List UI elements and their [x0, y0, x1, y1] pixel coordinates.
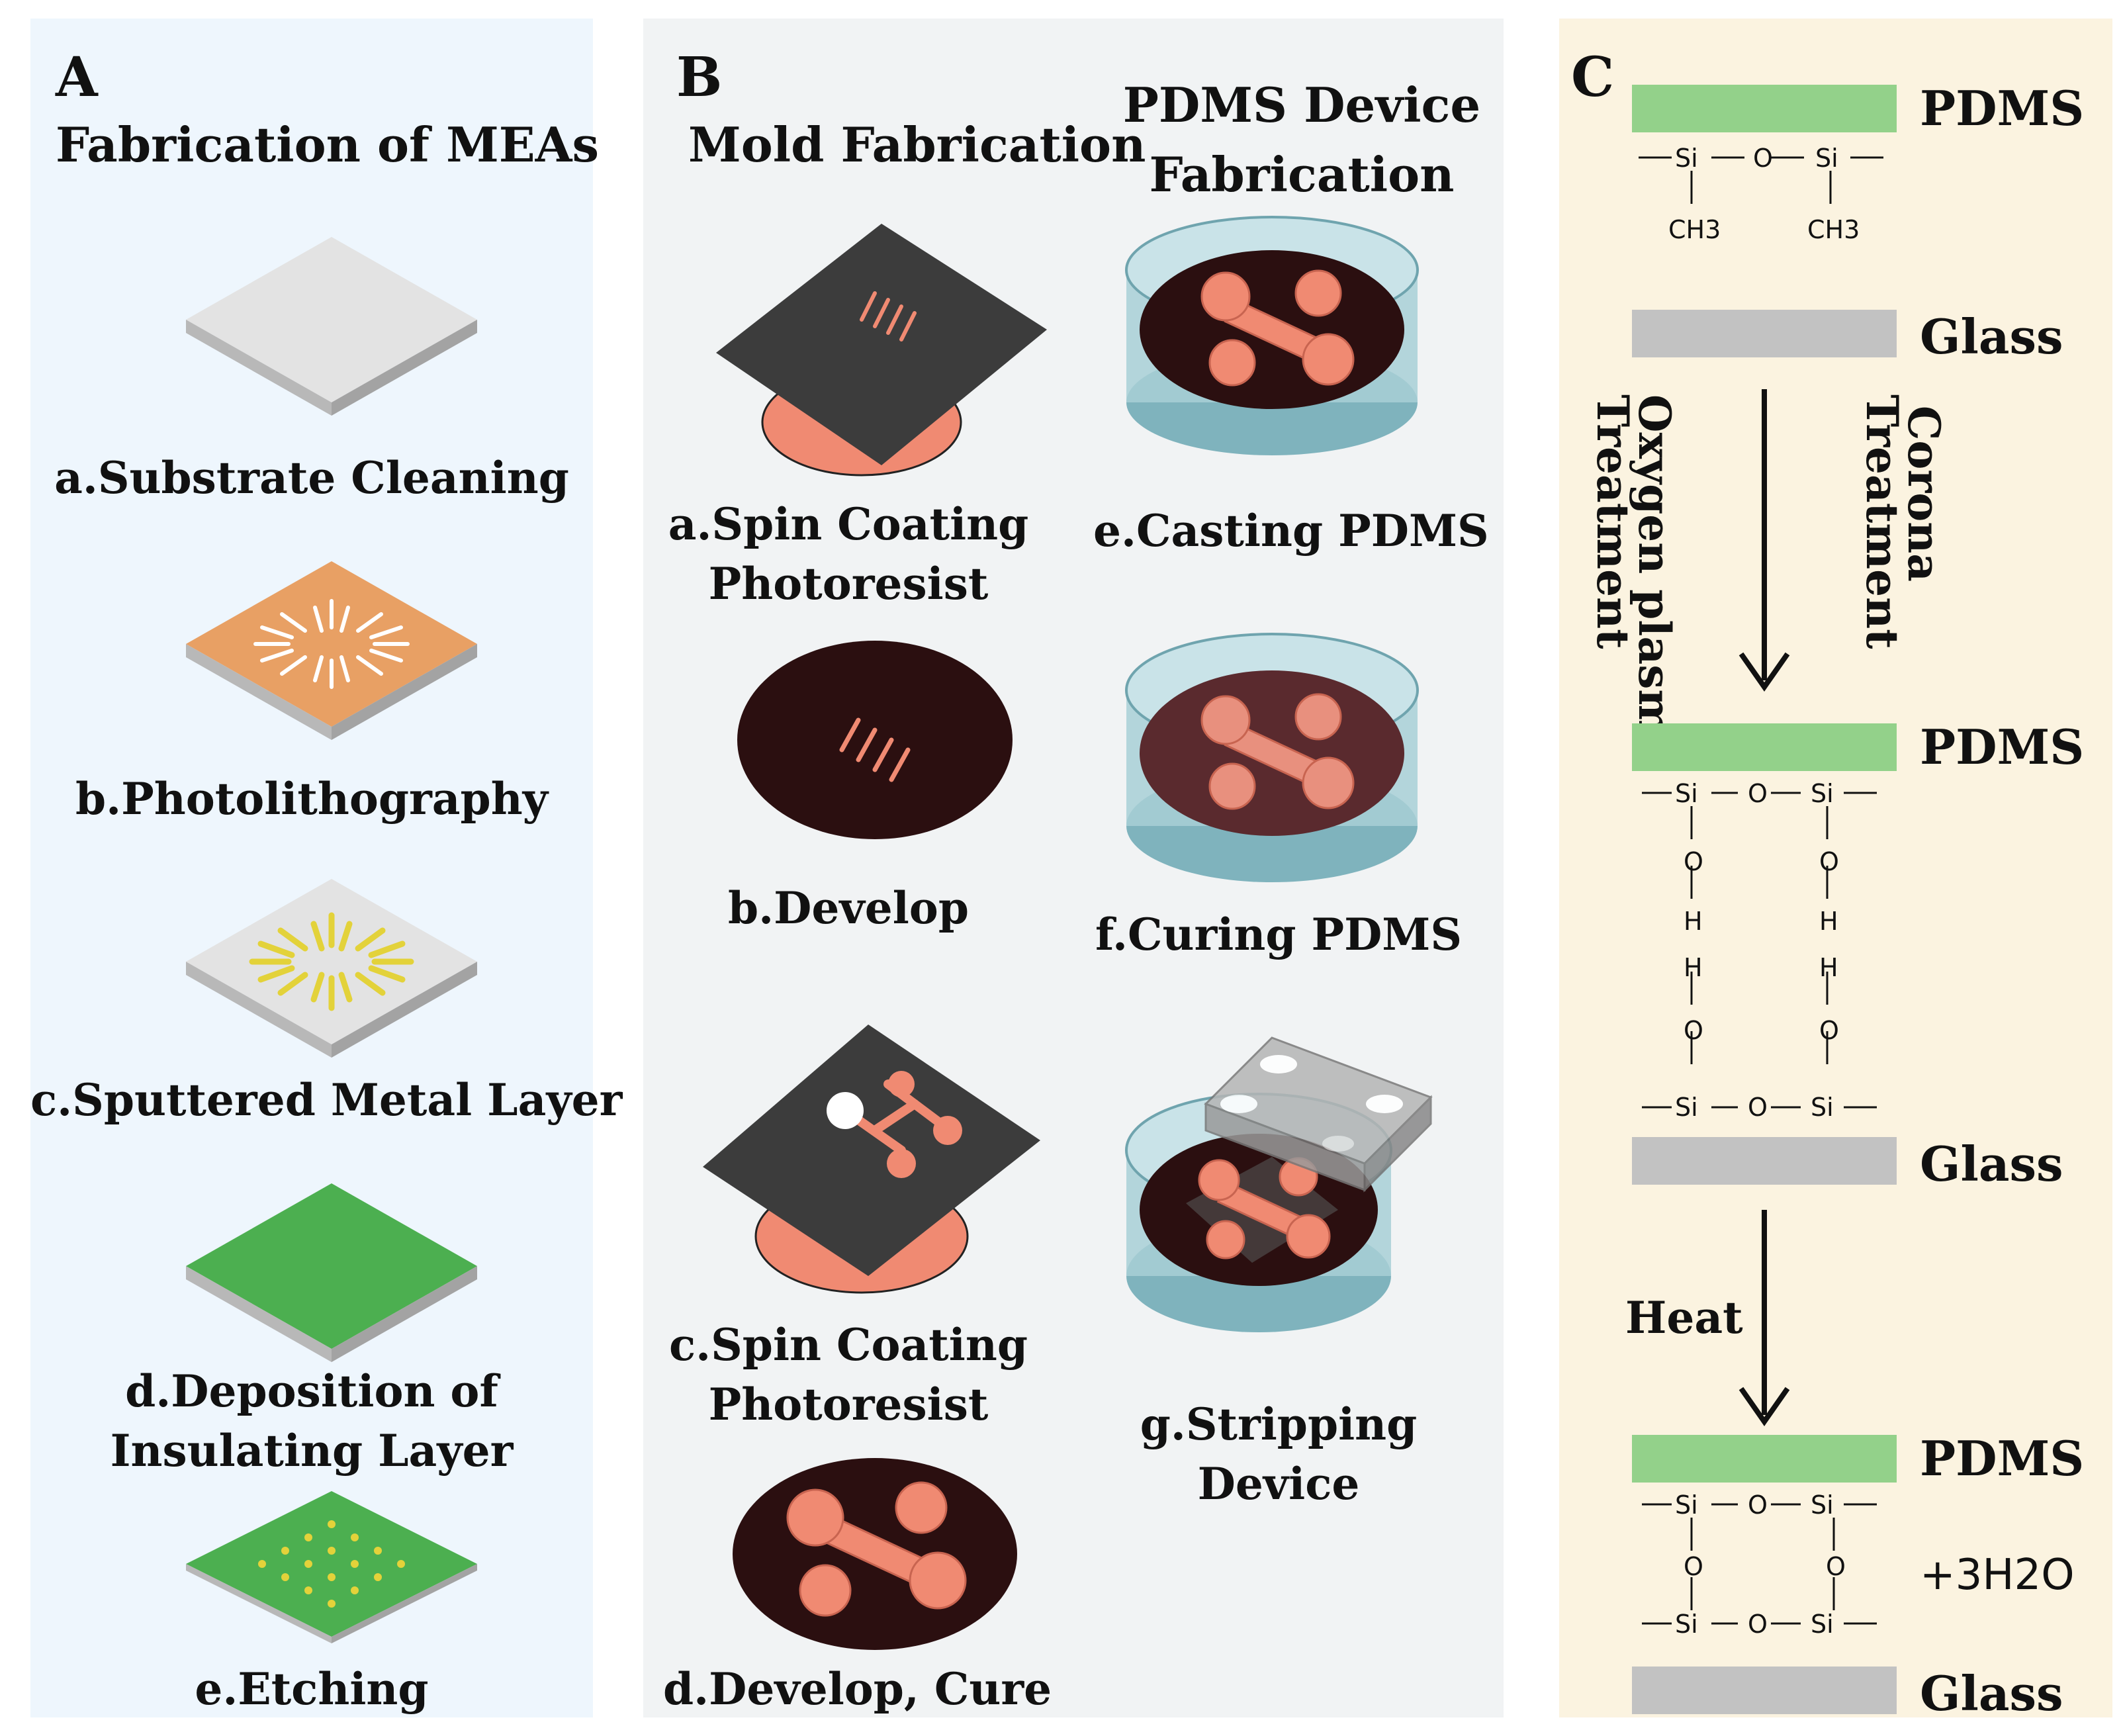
step-e-caption: e.Etching — [195, 1663, 429, 1715]
corona-label-line2: Treatment — [1856, 394, 1908, 649]
pdms-label-middle: PDMS — [1920, 719, 2085, 775]
step-a-mold-caption-line2: Photoresist — [708, 558, 989, 610]
stripping-device-illustration — [1125, 1036, 1433, 1332]
step-b-caption: b.Photolithography — [75, 773, 549, 825]
step-c-mold-caption-line2: Photoresist — [708, 1379, 989, 1430]
heat-label: Heat — [1625, 1292, 1743, 1344]
covalent-siloxane-structure — [1642, 1503, 1877, 1625]
glass-label-bottom: Glass — [1920, 1665, 2063, 1721]
pdms-label-bottom: PDMS — [1920, 1430, 2085, 1486]
curing-pdms-illustration — [1125, 633, 1419, 882]
si-atom-6: Si — [1811, 1093, 1834, 1122]
panel-a-title: Fabrication of MEAs — [56, 116, 600, 173]
step-a-caption: a.Substrate Cleaning — [54, 452, 569, 504]
step-e-device-caption: e.Casting PDMS — [1093, 505, 1489, 557]
glass-layer-top — [1632, 310, 1897, 357]
pdms-layer-bottom — [1632, 1435, 1897, 1483]
si-atom-8: Si — [1811, 1490, 1834, 1520]
si-atom-1: Si — [1675, 144, 1698, 173]
step-c-mold-caption-line1: c.Spin Coating — [668, 1319, 1028, 1371]
glass-layer-bottom — [1632, 1667, 1897, 1714]
o-atom-2: O — [1748, 779, 1768, 808]
mold-fabrication-title: Mold Fabrication — [688, 116, 1146, 173]
o-atom-3: O — [1684, 847, 1703, 876]
h-atom-1: H — [1684, 907, 1703, 936]
step-d-caption-line2: Insulating Layer — [110, 1425, 514, 1477]
si-atom-9: Si — [1675, 1610, 1698, 1639]
etching-illustration — [186, 1491, 477, 1643]
glass-label-middle: Glass — [1920, 1136, 2063, 1192]
o-atom-6: O — [1819, 1016, 1839, 1045]
oxygen-plasma-label-line2: Treatment — [1586, 394, 1639, 649]
pdms-device-title-line2: Fabrication — [1149, 146, 1455, 203]
casting-pdms-illustration — [1125, 216, 1419, 455]
si-atom-5: Si — [1675, 1093, 1698, 1122]
step-g-device-caption-line1: g.Stripping — [1140, 1398, 1418, 1450]
si-atom-2: Si — [1815, 144, 1838, 173]
step-d-caption-line1: d.Deposition of — [125, 1365, 498, 1417]
ch3-group-1: CH3 — [1668, 215, 1721, 244]
step-c-caption: c.Sputtered Metal Layer — [30, 1074, 623, 1126]
o-atom-7: O — [1748, 1093, 1768, 1122]
pdms-layer-top — [1632, 85, 1897, 132]
insulating-layer-illustration — [186, 1183, 477, 1362]
panel-letter-b: B — [676, 46, 723, 109]
h-atom-2: H — [1819, 907, 1838, 936]
o-atom-11: O — [1748, 1610, 1768, 1639]
hydrogen-bonded-structure — [1642, 792, 1877, 1109]
step-b-mold-caption: b.Develop — [728, 882, 969, 934]
panel-a-fabrication-of-meas: A Fabrication of MEAs a.Substrate Cleani… — [30, 19, 623, 1717]
h-atom-3: H — [1684, 953, 1703, 982]
o-atom-4: O — [1819, 847, 1839, 876]
ch3-group-2: CH3 — [1807, 215, 1860, 244]
o-atom-10: O — [1826, 1552, 1846, 1581]
heat-arrow — [1739, 1210, 1790, 1426]
h-atom-4: H — [1819, 953, 1838, 982]
si-atom-10: Si — [1811, 1610, 1834, 1639]
pdms-device-title-line1: PDMS Device — [1122, 77, 1481, 133]
si-atom-3: Si — [1675, 779, 1698, 808]
step-g-device-caption-line2: Device — [1197, 1458, 1360, 1510]
photolithography-illustration — [186, 561, 477, 740]
pdms-layer-middle — [1632, 723, 1897, 771]
o-atom-1: O — [1753, 144, 1773, 173]
substrate-cleaning-illustration — [186, 237, 477, 416]
develop-cure-illustration — [733, 1458, 1017, 1650]
glass-layer-middle — [1632, 1137, 1897, 1185]
untreated-siloxane-structure — [1639, 156, 1883, 204]
o-atom-8: O — [1748, 1490, 1768, 1520]
panel-b-mold-and-device-fabrication: B Mold Fabrication PDMS Device Fabricati… — [643, 19, 1504, 1717]
sputtered-metal-layer-illustration — [186, 879, 477, 1058]
glass-label-top: Glass — [1920, 308, 2063, 365]
step-a-mold-caption-line1: a.Spin Coating — [668, 498, 1029, 550]
step-f-device-caption: f.Curing PDMS — [1095, 909, 1463, 960]
step-d-mold-caption: d.Develop, Cure — [663, 1663, 1052, 1715]
o-atom-5: O — [1684, 1016, 1703, 1045]
si-atom-7: Si — [1675, 1490, 1698, 1520]
panel-letter-c: C — [1571, 46, 1615, 109]
si-atom-4: Si — [1811, 779, 1834, 808]
treatment-arrow — [1739, 389, 1790, 692]
spin-coating-photoresist-illustration-c — [703, 1025, 1040, 1294]
panel-letter-a: A — [56, 46, 98, 109]
panel-c-bonding-chemistry: C PDMS Si O Si CH3 CH3 Glass Oxygen plas… — [1559, 19, 2112, 1717]
pdms-label-top: PDMS — [1920, 80, 2085, 136]
o-atom-9: O — [1684, 1552, 1703, 1581]
water-byproduct-label: +3H2O — [1920, 1551, 2075, 1600]
develop-illustration — [737, 641, 1013, 839]
spin-coating-photoresist-illustration-a — [716, 224, 1047, 477]
